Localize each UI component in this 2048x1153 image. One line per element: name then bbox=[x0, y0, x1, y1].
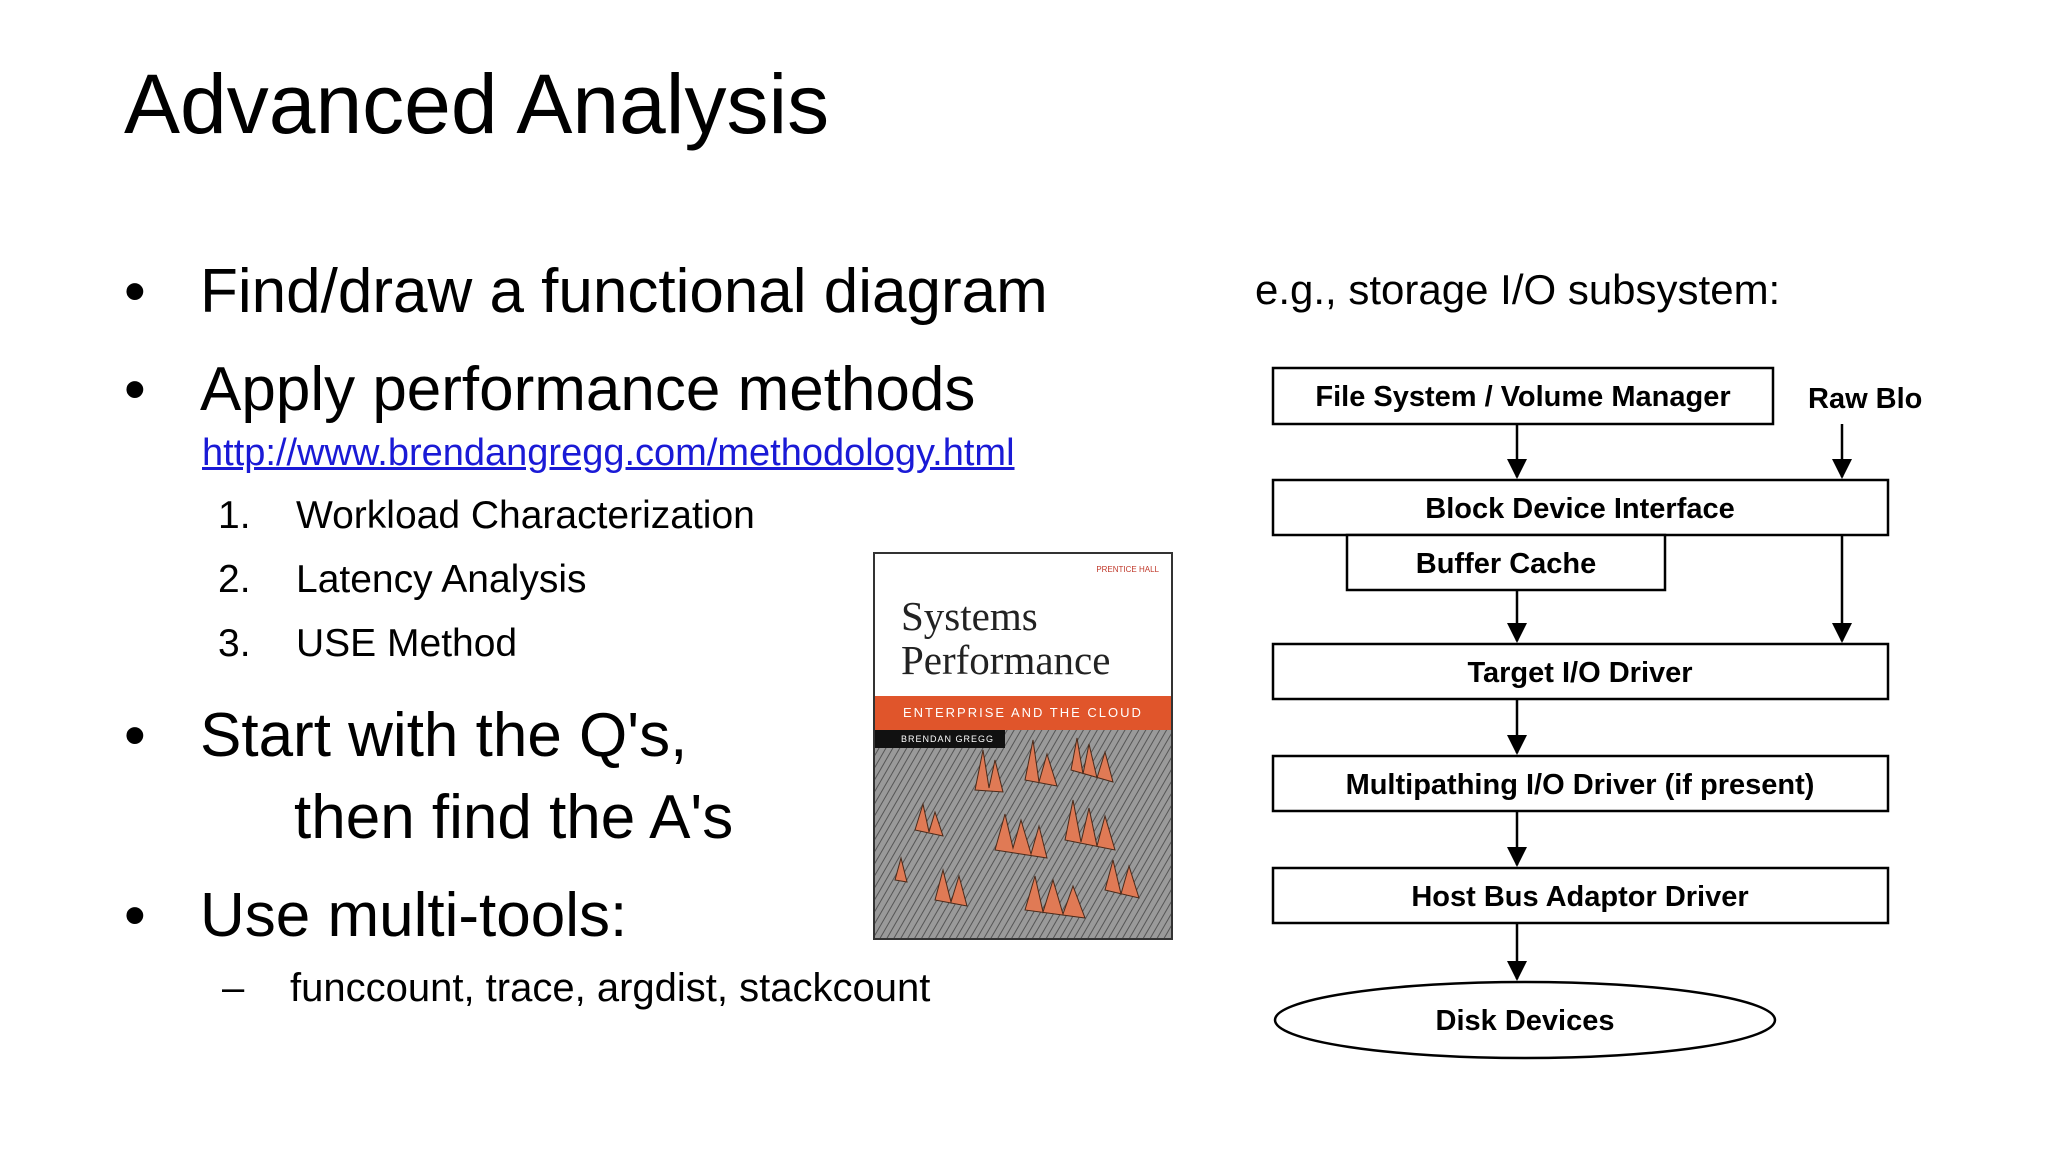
raw-block-label: Raw Blo bbox=[1808, 383, 1922, 415]
bullet-text: Apply performance methods bbox=[200, 355, 976, 424]
book-title-line1: Systems bbox=[901, 593, 1038, 639]
method-use-method: USE Method bbox=[296, 622, 518, 665]
methodology-link[interactable]: http://www.brendangregg.com/methodology.… bbox=[202, 432, 1015, 474]
book-title: Systems Performance bbox=[901, 594, 1110, 683]
book-title-line2: Performance bbox=[901, 637, 1111, 684]
fs-layer-label: File System / Volume Manager bbox=[1315, 381, 1730, 413]
bullet-questions: • Start with the Q's, bbox=[124, 701, 884, 772]
book-cover: PRENTICE HALL Systems Performance ENTERP… bbox=[873, 552, 1173, 940]
bullet-functional-diagram: • Find/draw a functional diagram bbox=[124, 257, 1124, 328]
method-number: 1. bbox=[218, 494, 251, 537]
publisher-logo: PRENTICE HALL bbox=[1096, 565, 1159, 574]
disk-devices-ellipse bbox=[1273, 980, 1777, 1060]
book-author: BRENDAN GREGG bbox=[875, 730, 1005, 748]
bullet-text: Find/draw a functional diagram bbox=[200, 257, 1048, 326]
buffer-cache-box bbox=[1345, 533, 1667, 592]
hba-driver-box bbox=[1271, 866, 1890, 925]
hba-driver-label: Host Bus Adaptor Driver bbox=[1411, 881, 1748, 913]
method-latency-analysis: Latency Analysis bbox=[296, 558, 587, 601]
method-workload-characterization: Workload Characterization bbox=[296, 494, 755, 537]
cover-art-graphic bbox=[875, 730, 1171, 938]
bullet-multi-tools: • Use multi-tools: bbox=[124, 881, 884, 952]
book-cover-art: BRENDAN GREGG bbox=[875, 730, 1171, 938]
bullet-text: Use multi-tools: bbox=[200, 881, 628, 950]
bullet-dot: • bbox=[124, 881, 146, 950]
example-caption: e.g., storage I/O subsystem: bbox=[1255, 266, 1781, 313]
method-number: 3. bbox=[218, 622, 251, 665]
multipathing-label: Multipathing I/O Driver (if present) bbox=[1346, 769, 1815, 801]
block-interface-label: Block Device Interface bbox=[1425, 493, 1734, 525]
target-driver-box bbox=[1271, 642, 1890, 701]
block-interface-box bbox=[1271, 478, 1890, 537]
fs-layer-box bbox=[1271, 366, 1775, 426]
bullet-dot: • bbox=[124, 257, 146, 326]
multipathing-box bbox=[1271, 754, 1890, 813]
disk-devices-label: Disk Devices bbox=[1436, 1005, 1615, 1037]
storage-io-diagram: File System / Volume Manager Raw Blo Blo… bbox=[1271, 366, 1922, 1060]
sub-bullet-dash: – bbox=[222, 966, 245, 1010]
bullet-dot: • bbox=[124, 355, 146, 424]
slide-title: Advanced Analysis bbox=[124, 57, 830, 151]
bullet-dot: • bbox=[124, 701, 146, 770]
method-number: 2. bbox=[218, 558, 251, 601]
multi-tools-list: funccount, trace, argdist, stackcount bbox=[290, 966, 931, 1010]
book-subtitle: ENTERPRISE AND THE CLOUD bbox=[875, 696, 1171, 730]
buffer-cache-label: Buffer Cache bbox=[1416, 548, 1597, 580]
bullet-performance-methods: • Apply performance methods bbox=[124, 355, 1124, 426]
bullet-answers-continuation: then find the A's bbox=[294, 783, 734, 852]
target-driver-label: Target I/O Driver bbox=[1467, 657, 1692, 689]
bullet-text: Start with the Q's, bbox=[200, 701, 688, 770]
